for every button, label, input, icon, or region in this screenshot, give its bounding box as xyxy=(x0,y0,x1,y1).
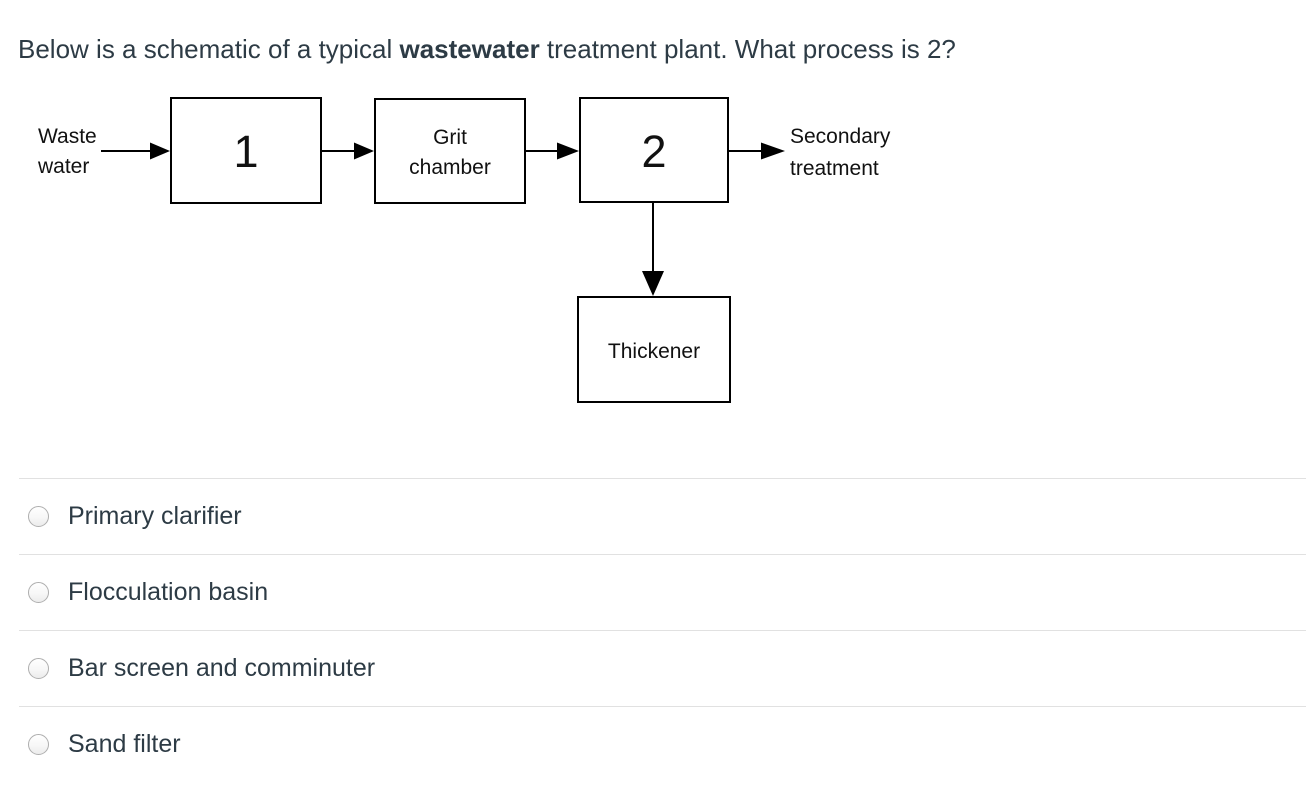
question-text-start: Below is a schematic of a typical xyxy=(18,34,400,64)
waste-water-label-line1: Waste xyxy=(38,125,97,148)
radio-button[interactable] xyxy=(28,733,49,755)
question-title: Below is a schematic of a typical wastew… xyxy=(18,33,956,66)
process-box-2-label: 2 xyxy=(641,126,666,177)
option-row-bar-screen-and-comminuter[interactable]: Bar screen and comminuter xyxy=(0,630,1306,706)
thickener-box: Thickener xyxy=(577,296,731,403)
option-label: Flocculation basin xyxy=(68,577,269,606)
secondary-treatment-label-line2: treatment xyxy=(790,157,879,180)
radio-button[interactable] xyxy=(28,505,49,527)
process-box-1: 1 xyxy=(170,97,322,204)
radio-button[interactable] xyxy=(28,581,49,603)
flow-arrow-output xyxy=(729,142,785,160)
secondary-treatment-label-line1: Secondary xyxy=(790,125,891,148)
question-text-bold: wastewater xyxy=(399,34,540,64)
process-box-1-label: 1 xyxy=(233,126,258,177)
option-row-sand-filter[interactable]: Sand filter xyxy=(0,706,1306,782)
process-box-2: 2 xyxy=(579,97,729,203)
flow-arrow-input xyxy=(101,142,170,160)
thickener-label: Thickener xyxy=(608,340,700,363)
radio-button[interactable] xyxy=(28,657,49,679)
flow-arrow-1 xyxy=(322,142,374,160)
flow-arrow-2 xyxy=(526,142,579,160)
grit-chamber-label-line1: Grit xyxy=(433,126,467,149)
flow-arrow-down xyxy=(642,203,664,296)
option-label: Primary clarifier xyxy=(68,501,242,530)
option-row-flocculation-basin[interactable]: Flocculation basin xyxy=(0,554,1306,630)
option-row-primary-clarifier[interactable]: Primary clarifier xyxy=(0,478,1306,554)
grit-chamber-box: Grit chamber xyxy=(374,98,526,204)
option-label: Sand filter xyxy=(68,729,181,758)
answer-options-list: Primary clarifier Flocculation basin Bar… xyxy=(0,478,1306,782)
grit-chamber-label-line2: chamber xyxy=(409,156,491,179)
question-text-end: treatment plant. What process is 2? xyxy=(539,34,956,64)
waste-water-label-line2: water xyxy=(37,155,89,178)
wastewater-treatment-diagram: Waste water 1 Grit chamber xyxy=(37,97,891,403)
option-label: Bar screen and comminuter xyxy=(68,653,376,682)
